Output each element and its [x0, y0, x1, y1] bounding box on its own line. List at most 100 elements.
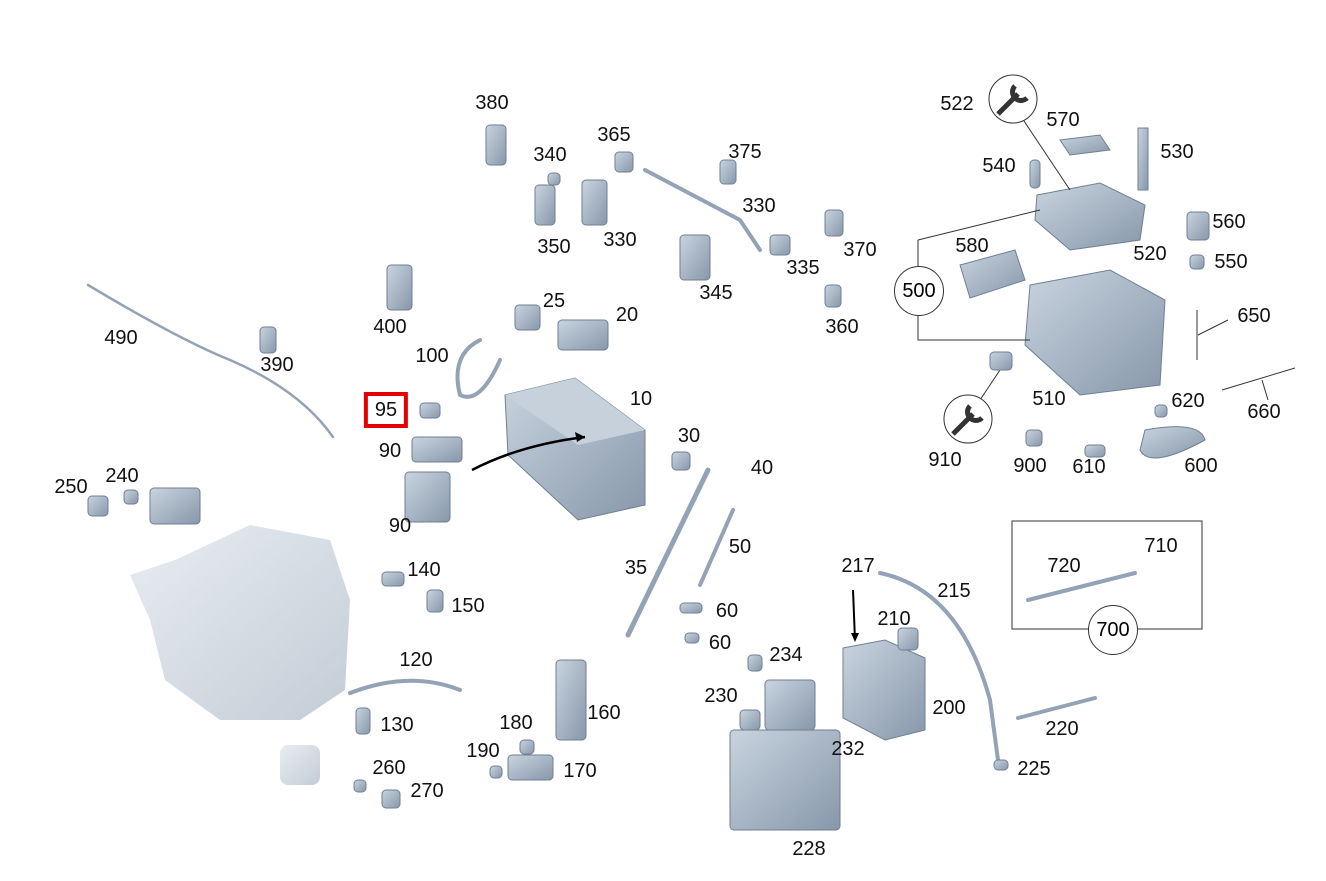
- callout-720[interactable]: 720: [1047, 555, 1081, 577]
- callout-335[interactable]: 335: [786, 257, 820, 279]
- callout-570[interactable]: 570: [1046, 109, 1080, 131]
- part-shape: [87, 495, 109, 517]
- callout-610[interactable]: 610: [1072, 456, 1106, 478]
- small-parts: [87, 124, 1205, 831]
- callout-210[interactable]: 210: [877, 608, 911, 630]
- callout-215[interactable]: 215: [937, 580, 971, 602]
- part-shape: [897, 627, 919, 651]
- part-shape: [747, 654, 763, 672]
- callout-560[interactable]: 560: [1212, 211, 1246, 233]
- part-shape: [1025, 429, 1043, 447]
- part-shape: [386, 264, 413, 311]
- callout-650[interactable]: 650: [1237, 305, 1271, 327]
- callout-530[interactable]: 530: [1160, 141, 1194, 163]
- part-shape: [1029, 159, 1041, 189]
- callout-340[interactable]: 340: [533, 144, 567, 166]
- callout-200[interactable]: 200: [932, 697, 966, 719]
- callout-375[interactable]: 375: [728, 141, 762, 163]
- callout-250[interactable]: 250: [54, 476, 88, 498]
- callout-60[interactable]: 60: [708, 632, 732, 654]
- callout-360[interactable]: 360: [825, 316, 859, 338]
- part-shape: [353, 779, 367, 793]
- callout-660[interactable]: 660: [1247, 401, 1281, 423]
- callout-522[interactable]: 522: [940, 93, 974, 115]
- callout-330[interactable]: 330: [742, 195, 776, 217]
- callout-390[interactable]: 390: [260, 354, 294, 376]
- part-shape: [739, 709, 761, 731]
- group-circle-500[interactable]: 500: [894, 266, 944, 316]
- part-shape: [519, 739, 535, 755]
- callout-234[interactable]: 234: [769, 644, 803, 666]
- part-shape: [671, 451, 691, 471]
- part-shape: [993, 759, 1009, 771]
- callout-90[interactable]: 90: [378, 440, 402, 462]
- part-shape: [555, 659, 587, 741]
- callout-95[interactable]: 95: [363, 392, 409, 428]
- callout-330[interactable]: 330: [603, 229, 637, 251]
- callout-130[interactable]: 130: [380, 714, 414, 736]
- part-shape: [614, 151, 634, 173]
- callout-140[interactable]: 140: [407, 559, 441, 581]
- callout-190[interactable]: 190: [466, 740, 500, 762]
- part-shape: [1189, 254, 1205, 270]
- part-shape: [534, 184, 556, 226]
- callout-510[interactable]: 510: [1032, 388, 1066, 410]
- callout-60[interactable]: 60: [715, 600, 739, 622]
- callout-120[interactable]: 120: [399, 649, 433, 671]
- callout-400[interactable]: 400: [373, 316, 407, 338]
- callout-40[interactable]: 40: [750, 457, 774, 479]
- engine-block: [130, 525, 350, 785]
- callout-370[interactable]: 370: [843, 239, 877, 261]
- callout-10[interactable]: 10: [629, 388, 653, 410]
- callout-90[interactable]: 90: [388, 515, 412, 537]
- callout-710[interactable]: 710: [1144, 535, 1178, 557]
- callout-550[interactable]: 550: [1214, 251, 1248, 273]
- callout-380[interactable]: 380: [475, 92, 509, 114]
- callout-365[interactable]: 365: [597, 124, 631, 146]
- callout-620[interactable]: 620: [1171, 390, 1205, 412]
- callout-270[interactable]: 270: [410, 780, 444, 802]
- part-shape: [581, 179, 608, 226]
- callout-232[interactable]: 232: [831, 738, 865, 760]
- callout-160[interactable]: 160: [587, 702, 621, 724]
- callout-170[interactable]: 170: [563, 760, 597, 782]
- callout-20[interactable]: 20: [615, 304, 639, 326]
- callout-30[interactable]: 30: [677, 425, 701, 447]
- part-shape: [547, 172, 561, 186]
- battery-200: [842, 589, 926, 741]
- part-shape: [355, 707, 371, 735]
- callout-520[interactable]: 520: [1133, 243, 1167, 265]
- part-shape: [123, 489, 139, 505]
- callout-350[interactable]: 350: [537, 236, 571, 258]
- part-shape: [411, 436, 463, 463]
- callout-900[interactable]: 900: [1013, 455, 1047, 477]
- callout-220[interactable]: 220: [1045, 718, 1079, 740]
- part-shape: [679, 602, 703, 614]
- callout-217[interactable]: 217: [841, 555, 875, 577]
- part-shape: [1154, 404, 1168, 418]
- callout-600[interactable]: 600: [1184, 455, 1218, 477]
- group-circle-700[interactable]: 700: [1088, 605, 1138, 655]
- part-shape: [507, 754, 554, 781]
- callout-50[interactable]: 50: [728, 536, 752, 558]
- callout-100[interactable]: 100: [415, 345, 449, 367]
- callout-240[interactable]: 240: [105, 465, 139, 487]
- callout-910[interactable]: 910: [928, 449, 962, 471]
- cables: [86, 168, 1137, 762]
- callout-490[interactable]: 490: [104, 327, 138, 349]
- battery-10: [471, 377, 646, 521]
- part-shape: [489, 765, 503, 779]
- callout-540[interactable]: 540: [982, 155, 1016, 177]
- callout-228[interactable]: 228: [792, 838, 826, 860]
- callout-25[interactable]: 25: [542, 290, 566, 312]
- callout-230[interactable]: 230: [704, 685, 738, 707]
- callout-580[interactable]: 580: [955, 235, 989, 257]
- part-shape: [404, 471, 451, 523]
- callout-35[interactable]: 35: [624, 557, 648, 579]
- callout-260[interactable]: 260: [372, 757, 406, 779]
- callout-150[interactable]: 150: [451, 595, 485, 617]
- callout-225[interactable]: 225: [1017, 758, 1051, 780]
- callout-180[interactable]: 180: [499, 712, 533, 734]
- part-shape: [764, 679, 816, 731]
- callout-345[interactable]: 345: [699, 282, 733, 304]
